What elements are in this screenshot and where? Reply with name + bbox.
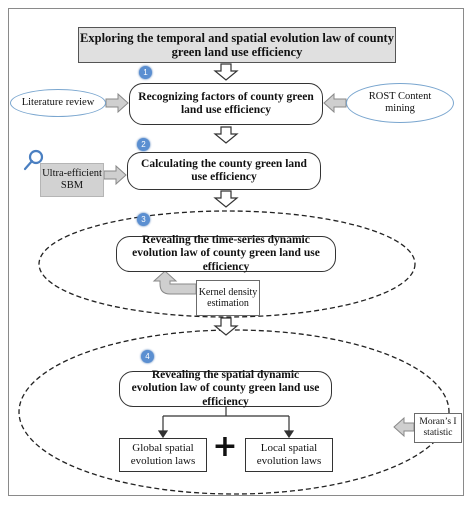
step4-badge: 4 — [141, 350, 154, 363]
step3-label: Revealing the time-series dynamic evolut… — [132, 234, 320, 273]
step3-badge: 3 — [137, 213, 150, 226]
stage3-dashed-ellipse — [38, 210, 416, 318]
step4-box: Revealing the spatial dynamic evolution … — [119, 369, 332, 408]
sbm-box: Ultra-efficient SBM — [40, 163, 104, 197]
step1-label: Recognizing factors of county green land… — [138, 90, 314, 116]
kernel-density-label: Kernel density estimation — [198, 286, 258, 310]
global-spatial-label: Global spatial evolution laws — [130, 442, 196, 467]
step1-box: Recognizing factors of county green land… — [129, 83, 323, 125]
moran-label: Moran’s I statistic — [419, 417, 457, 438]
down-arrow-title-to-step1 — [213, 63, 239, 81]
arrow-kernel-to-step3 — [152, 270, 197, 295]
branch-left-head — [157, 430, 169, 439]
arrow-literature-to-step1 — [105, 92, 129, 114]
title-box: Exploring the temporal and spatial evolu… — [78, 27, 396, 63]
literature-review-label: Literature review — [21, 96, 95, 108]
magnifier-icon — [23, 149, 44, 171]
arrow-rost-to-step1 — [323, 92, 347, 114]
literature-review-oval: Literature review — [10, 89, 106, 117]
stage4-dashed-ellipse — [18, 329, 450, 495]
global-spatial-box: Global spatial evolution laws — [119, 438, 207, 472]
down-arrow-step3-to-step4 — [213, 317, 239, 336]
rost-label: ROST Content mining — [368, 90, 432, 114]
outer-frame — [8, 8, 464, 496]
step4-label: Revealing the spatial dynamic evolution … — [131, 369, 320, 408]
arrow-sbm-to-step2 — [103, 164, 127, 186]
step2-box: Calculating the county green land use ef… — [127, 152, 321, 190]
title-text: Exploring the temporal and spatial evolu… — [80, 30, 394, 59]
branch-right-head — [283, 430, 295, 439]
down-arrow-step1-to-step2 — [213, 126, 239, 144]
sbm-label: Ultra-efficient SBM — [42, 167, 102, 191]
kernel-density-note: Kernel density estimation — [196, 280, 260, 316]
local-spatial-label: Local spatial evolution laws — [256, 442, 322, 467]
plus-sign: + — [212, 429, 238, 464]
step3-box: Revealing the time-series dynamic evolut… — [116, 234, 336, 273]
step1-badge: 1 — [139, 66, 152, 79]
step2-badge: 2 — [137, 138, 150, 151]
rost-oval: ROST Content mining — [346, 83, 454, 123]
step2-label: Calculating the county green land use ef… — [141, 157, 307, 183]
arrow-moran-to-ellipse — [393, 416, 415, 438]
moran-note: Moran’s I statistic — [414, 413, 462, 443]
down-arrow-step2-to-step3 — [213, 190, 239, 208]
local-spatial-box: Local spatial evolution laws — [245, 438, 333, 472]
